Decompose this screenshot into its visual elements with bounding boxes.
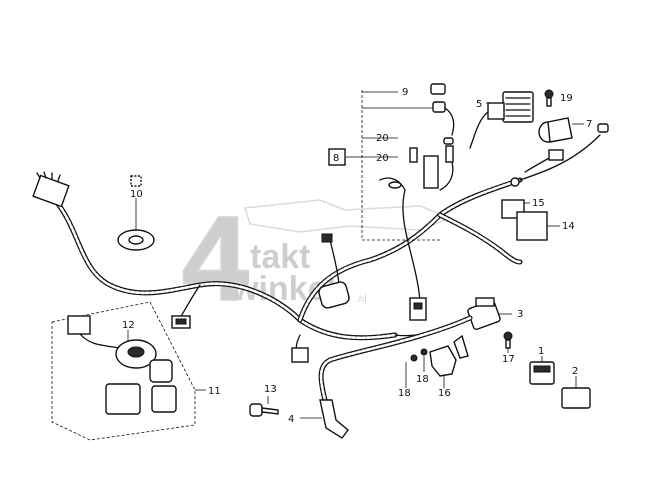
- callout-labels: 9 5 19 7 20 20 8 10 15 14 3 12 1 17 2 18…: [122, 87, 592, 425]
- callout-13: 13: [264, 384, 277, 395]
- harness-connector-center: [291, 297, 427, 363]
- callout-20b: 20: [376, 153, 389, 164]
- spark-plug-lead-part-4: [300, 315, 473, 439]
- callout-3: 3: [517, 309, 523, 320]
- fuse-cluster: [346, 83, 455, 241]
- watermark-suffix: .nl: [356, 294, 367, 305]
- grommet-part-10: [117, 175, 155, 251]
- relay-part-1: [529, 356, 555, 385]
- callout-9: 9: [402, 87, 408, 98]
- right-lead: [510, 123, 609, 187]
- callout-14: 14: [562, 221, 575, 232]
- block-part-2: [561, 376, 591, 409]
- callout-8: 8: [333, 153, 339, 164]
- harness-sleeve: [318, 233, 350, 309]
- callout-5: 5: [476, 99, 482, 110]
- bolt-part-17: [503, 331, 513, 353]
- callout-7: 7: [586, 119, 592, 130]
- watermark: 4 takt winkel .nl: [181, 191, 453, 327]
- callout-18a: 18: [398, 388, 411, 399]
- key-part-13: [249, 396, 279, 417]
- callout-16: 16: [438, 388, 451, 399]
- ignition-switch-assembly-part-11: [51, 301, 206, 441]
- harness-connector-left: [171, 315, 191, 329]
- ignition-coil-part-3: [467, 297, 512, 330]
- callout-11: 11: [208, 386, 221, 397]
- callout-2: 2: [572, 366, 578, 377]
- part-7: [538, 117, 584, 143]
- callout-17: 17: [502, 354, 515, 365]
- watermark-line1: takt: [250, 238, 310, 276]
- callout-4: 4: [288, 414, 294, 425]
- regulator-part-5: [469, 89, 554, 149]
- callout-19: 19: [560, 93, 573, 104]
- pulse-generator-part-16: [405, 334, 469, 388]
- callout-20a: 20: [376, 133, 389, 144]
- relay-part-14: [516, 211, 560, 241]
- callout-frame-8: [328, 148, 346, 166]
- watermark-digit: 4: [182, 192, 249, 326]
- callout-18b: 18: [416, 374, 429, 385]
- callout-1: 1: [538, 346, 544, 357]
- left-connector: [32, 171, 70, 208]
- callout-12: 12: [122, 320, 135, 331]
- watermark-scooter-outline: [244, 199, 453, 233]
- callout-10: 10: [130, 189, 143, 200]
- callout-15: 15: [532, 198, 545, 209]
